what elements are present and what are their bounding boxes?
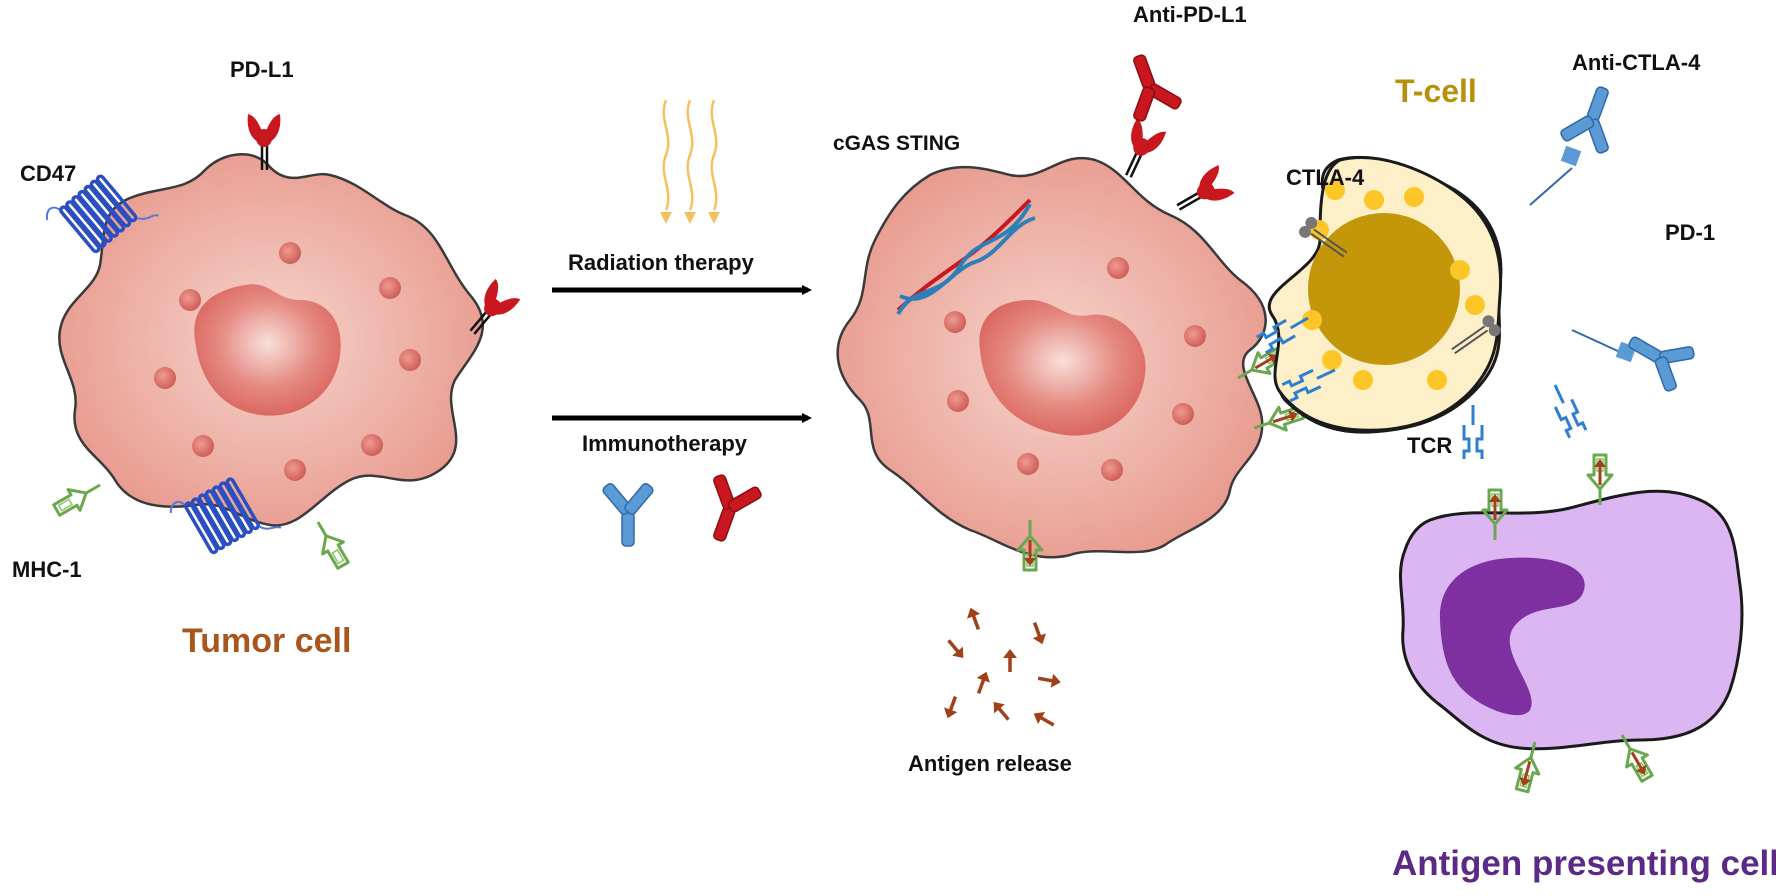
dna-helix-icon	[896, 198, 1036, 316]
antigen-arrow-icon	[1001, 647, 1019, 674]
tcr-receptor-icon	[1462, 403, 1484, 461]
antigen-arrow-icon	[1035, 669, 1064, 691]
t-cell-label: T-cell	[1395, 73, 1477, 109]
t-cell-nucleus	[1308, 213, 1460, 365]
mhc-1-icon	[49, 473, 108, 522]
tcr-receptor-icon	[1545, 379, 1588, 440]
tumor-cell-label: Tumor cell	[182, 622, 351, 660]
anti-ctla-4-label: Anti-CTLA-4	[1572, 50, 1701, 75]
ctla-4-label: CTLA-4	[1286, 165, 1365, 190]
irradiated-tumor-cell: cGAS STING Anti-PD-L1	[833, 2, 1305, 570]
irradiated-nucleus	[979, 300, 1146, 436]
radiation-waves-icon	[662, 99, 718, 211]
antigen-presenting-cell-label: Antigen presenting cell	[1392, 844, 1776, 883]
antigen-arrow-icon	[1026, 618, 1051, 649]
anti-pd-l1-label: Anti-PD-L1	[1133, 2, 1247, 27]
tcr-label: TCR	[1407, 433, 1452, 458]
antigen-arrow-icon	[986, 695, 1016, 726]
cd47-label: CD47	[20, 161, 76, 186]
radiation-therapy-label: Radiation therapy	[568, 250, 755, 275]
pd-l1-receptor-icon	[1111, 117, 1168, 185]
antibody-icon	[1112, 46, 1186, 126]
pd-l1-label: PD-L1	[230, 57, 294, 82]
t-cell: CTLA-4 PD-1 Anti-CTLA-4 T-cell TCR	[1255, 50, 1715, 461]
pd-1-label: PD-1	[1665, 220, 1715, 245]
irradiated-granules	[944, 257, 1206, 481]
antigen-arrow-icon	[1028, 705, 1059, 733]
antigen-release-label: Antigen release	[908, 751, 1072, 776]
antibody-icon	[600, 481, 656, 547]
antigen-arrow-icon	[941, 634, 971, 665]
therapy-section: Radiation therapy Immunotherapy	[552, 99, 812, 550]
mhc-1-label: MHC-1	[12, 557, 82, 582]
antigen-arrow-icon	[939, 692, 964, 723]
tumor-granules	[154, 242, 421, 481]
tumor-nucleus	[194, 284, 341, 416]
apc-nucleus	[1439, 557, 1585, 716]
antigen-presenting-cell: Antigen presenting cell	[1392, 455, 1776, 883]
antibody-icon	[1556, 78, 1630, 158]
cgas-sting-label: cGAS STING	[833, 132, 960, 155]
antigen-arrow-icon	[970, 667, 995, 698]
tumor-cell: PD-L1 CD47 MHC-1 Tumor cell	[12, 57, 522, 660]
antigen-arrow-icon	[962, 603, 987, 634]
pd-l1-receptor-icon	[1168, 163, 1236, 223]
antibody-icon	[692, 470, 766, 550]
immunotherapy-label: Immunotherapy	[582, 431, 748, 456]
mhc-1-icon	[306, 514, 355, 573]
antigen-release: Antigen release	[908, 603, 1072, 776]
